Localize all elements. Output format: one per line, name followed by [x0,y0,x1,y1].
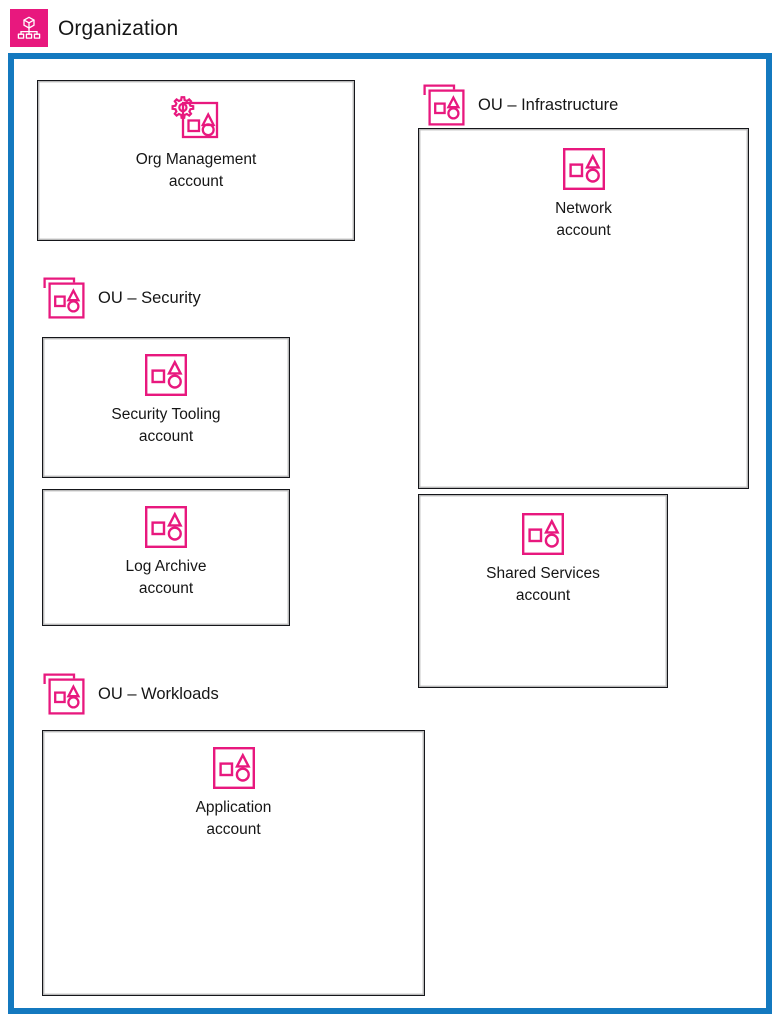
organization-hierarchy-icon [10,9,48,47]
account-box-org-management[interactable]: Org Management account [37,80,355,241]
account-box-application[interactable]: Application account [42,730,425,996]
account-icon [561,146,607,192]
account-icon [211,745,257,791]
account-box-network[interactable]: Network account [418,128,749,489]
account-box-log-archive[interactable]: Log Archive account [42,489,290,626]
account-icon [143,352,189,398]
account-icon [143,504,189,550]
account-box-security-tooling[interactable]: Security Tooling account [42,337,290,478]
management-account-icon [170,95,222,143]
ou-label-security: OU – Security [98,288,201,307]
ou-heading-workloads[interactable]: OU – Workloads [42,672,219,716]
account-label-org-management: Org Management account [135,151,257,190]
account-icon [520,511,566,557]
ou-heading-security[interactable]: OU – Security [42,276,201,320]
organization-frame: Org Management account OU – Security [8,53,772,1014]
ou-label-workloads: OU – Workloads [98,684,219,703]
ou-heading-infrastructure[interactable]: OU – Infrastructure [422,83,618,127]
organization-header: Organization [10,8,178,48]
account-label-security-tooling: Security Tooling account [111,406,221,445]
ou-icon [422,83,466,127]
ou-label-infrastructure: OU – Infrastructure [478,95,619,114]
account-box-shared-services[interactable]: Shared Services account [418,494,668,688]
page-title: Organization [58,16,179,40]
account-label-application: Application account [195,799,272,838]
ou-icon [42,672,86,716]
account-label-log-archive: Log Archive account [125,558,207,597]
ou-icon [42,276,86,320]
account-label-shared-services: Shared Services account [486,565,600,604]
account-label-network: Network account [555,200,612,239]
